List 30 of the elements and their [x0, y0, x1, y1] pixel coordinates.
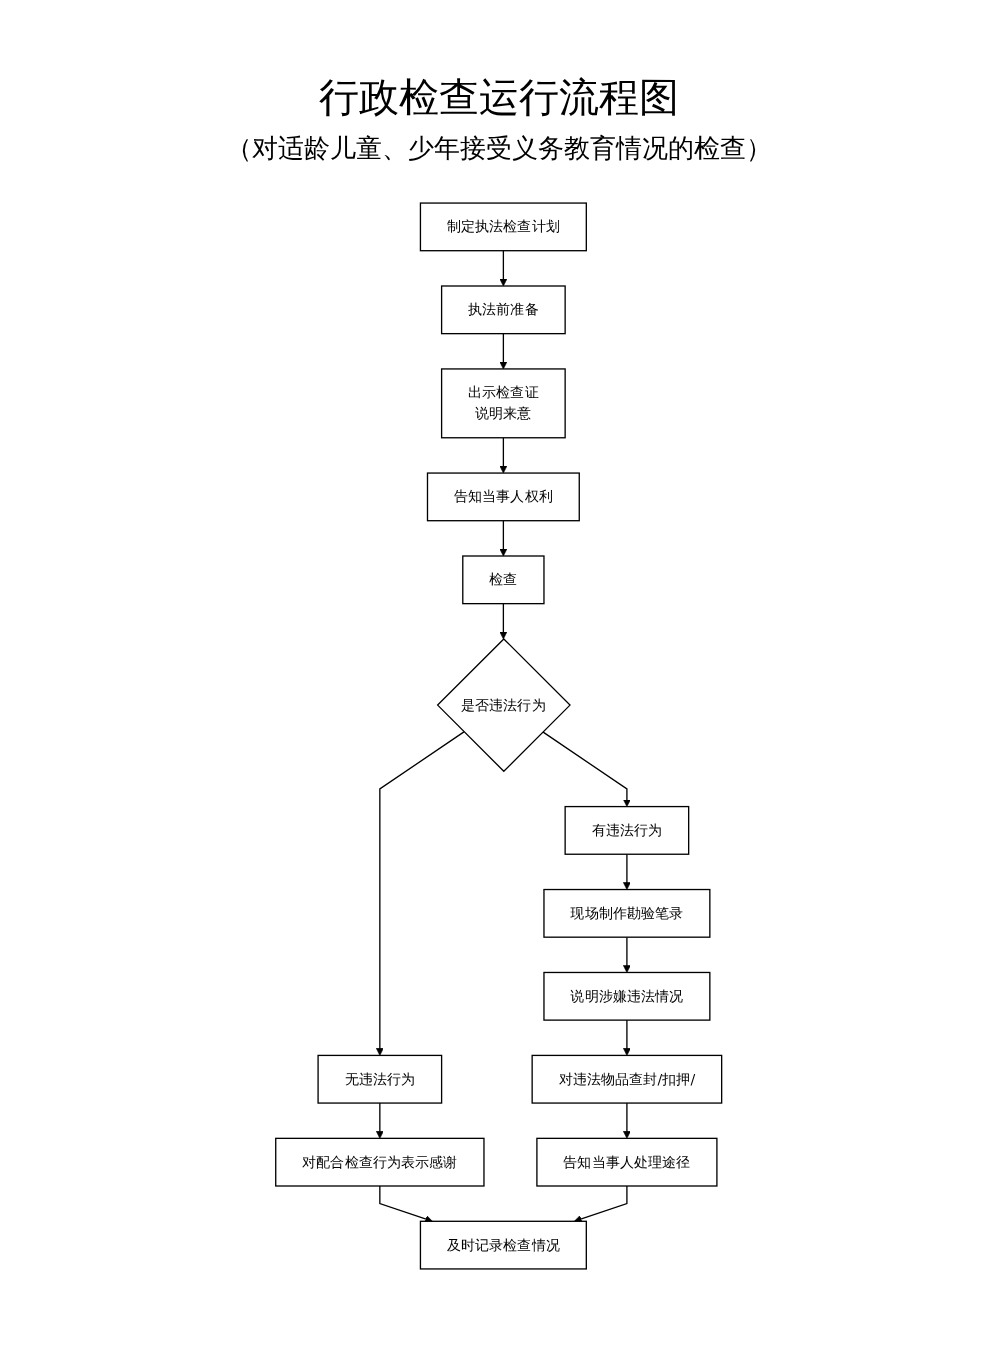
- arrow: [499, 333, 508, 370]
- diagram-title: 行政检查运行流程图: [318, 73, 680, 122]
- node-box: 检查: [462, 555, 545, 605]
- arrow: [542, 731, 632, 807]
- node-box: 出示检查证 说明来意: [441, 368, 567, 439]
- arrow: [623, 1102, 632, 1139]
- node-box: 说明涉嫌违法情况: [543, 971, 711, 1021]
- node-box: 对违法物品查封/扣押/: [531, 1054, 723, 1104]
- arrow: [499, 603, 508, 640]
- subtitle: （对适龄儿童、少年接受义务教育情况的检查）: [225, 132, 773, 165]
- arrow: [499, 250, 508, 287]
- node-box: 制定执法检查计划: [420, 202, 588, 252]
- node-box: 现场制作勘验笔录: [543, 888, 711, 938]
- node-box: 有违法行为: [564, 805, 690, 855]
- node-diamond: 是否违法行为: [437, 638, 572, 773]
- node-box: 无违法行为: [317, 1054, 443, 1104]
- node-box: 告知当事人处理途径: [536, 1137, 718, 1187]
- node-box: 对配合检查行为表示感谢: [275, 1137, 485, 1187]
- arrow: [379, 1185, 434, 1223]
- arrow: [499, 520, 508, 557]
- arrow: [623, 1019, 632, 1056]
- node-box: 告知当事人权利: [427, 472, 581, 522]
- arrow: [376, 1102, 385, 1139]
- arrow: [623, 936, 632, 973]
- node-box: 执法前准备: [441, 285, 567, 335]
- arrow: [574, 1185, 628, 1223]
- arrow: [623, 853, 632, 890]
- arrow: [499, 437, 508, 474]
- node-box: 及时记录检查情况: [420, 1220, 588, 1270]
- arrow: [376, 731, 465, 1056]
